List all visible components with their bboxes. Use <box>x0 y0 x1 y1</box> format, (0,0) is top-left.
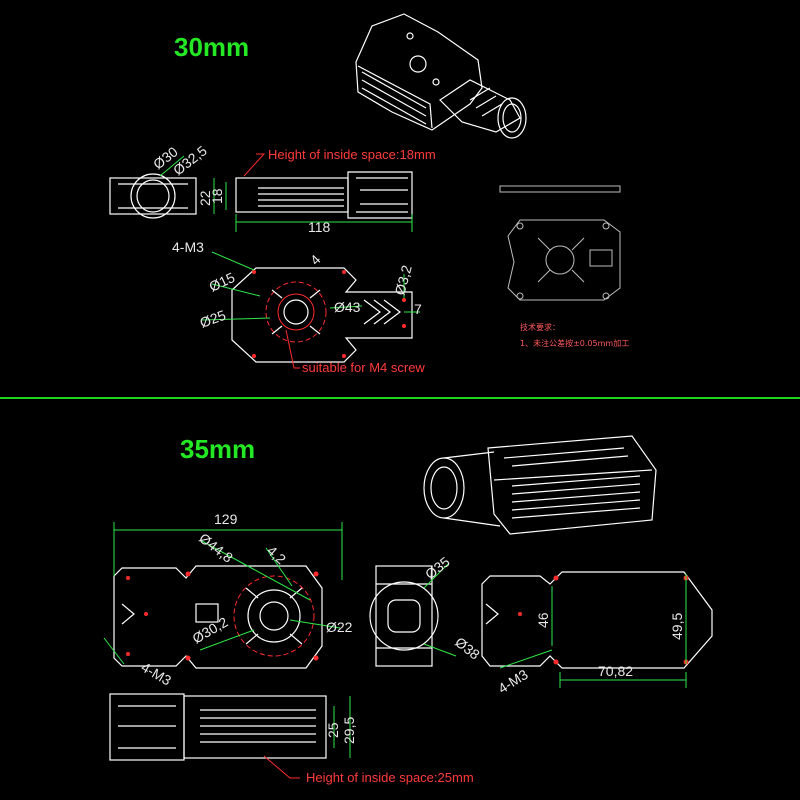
dim-129: 129 <box>214 511 238 527</box>
dim-d3-2: Ø3,2 <box>391 263 414 297</box>
dim-70-82: 70,82 <box>598 663 633 679</box>
plan-view-35mm <box>113 565 323 669</box>
dim-4-top: 4 <box>307 251 324 268</box>
dim-d22: Ø22 <box>326 619 353 635</box>
dim-4-m3-top: 4-M3 <box>172 239 204 255</box>
dimensions-bottom-plate: 46 49,5 70,82 4-M3 <box>495 574 687 697</box>
section-title-30mm: 30mm <box>174 32 249 62</box>
dim-d25: Ø25 <box>198 307 229 331</box>
iso-view-30mm <box>355 13 527 139</box>
dim-4-m3-right: 4-M3 <box>495 666 531 697</box>
dimensions-top-plan: 4-M3 Ø15 4 Ø25 Ø43 Ø3,2 7 suitable for M… <box>172 239 425 375</box>
dim-18: 18 <box>209 188 225 204</box>
dim-4-2: 4,2 <box>264 542 289 567</box>
screw-note-m4: suitable for M4 screw <box>302 360 425 375</box>
height-note-25mm: Height of inside space:25mm <box>306 770 474 785</box>
clamp-view-35mm: Ø35 Ø38 <box>369 553 483 667</box>
dim-25: 25 <box>325 722 341 738</box>
dim-d44-8: Ø44,8 <box>196 530 236 566</box>
height-note-18mm: Height of inside space:18mm <box>268 147 436 162</box>
dim-22: 22 <box>197 190 213 206</box>
dim-29-5: 29,5 <box>341 717 357 744</box>
dim-d32-5: Ø32,5 <box>170 142 210 178</box>
dim-118: 118 <box>308 219 331 235</box>
plan-view-30mm <box>231 267 413 363</box>
dim-7: 7 <box>414 301 422 317</box>
side-view-35mm: 25 29,5 Height of inside space:25mm <box>109 693 474 785</box>
dimensions-top-side: Ø30 Ø32,5 22 18 118 Height of inside spa… <box>150 142 436 235</box>
dim-d15: Ø15 <box>207 269 238 295</box>
dim-46: 46 <box>535 612 551 628</box>
dim-d35: Ø35 <box>422 553 453 582</box>
iso-view-35mm <box>423 435 657 535</box>
dim-4-m3-left: 4-M3 <box>139 659 175 689</box>
dim-d43: Ø43 <box>334 299 361 315</box>
tech-req-line: 1、未注公差按±0.05mm加工 <box>520 338 629 348</box>
side-view-30mm <box>109 171 413 219</box>
plate-view-30mm <box>499 185 621 301</box>
dimensions-bottom-plan: 129 Ø44,8 4,2 Ø30,2 Ø22 4-M3 <box>103 511 353 689</box>
dim-d38: Ø38 <box>452 634 483 663</box>
tech-req-title: 技术要求： <box>520 322 560 332</box>
dim-49-5: 49,5 <box>669 613 685 640</box>
section-title-35mm: 35mm <box>180 434 255 464</box>
